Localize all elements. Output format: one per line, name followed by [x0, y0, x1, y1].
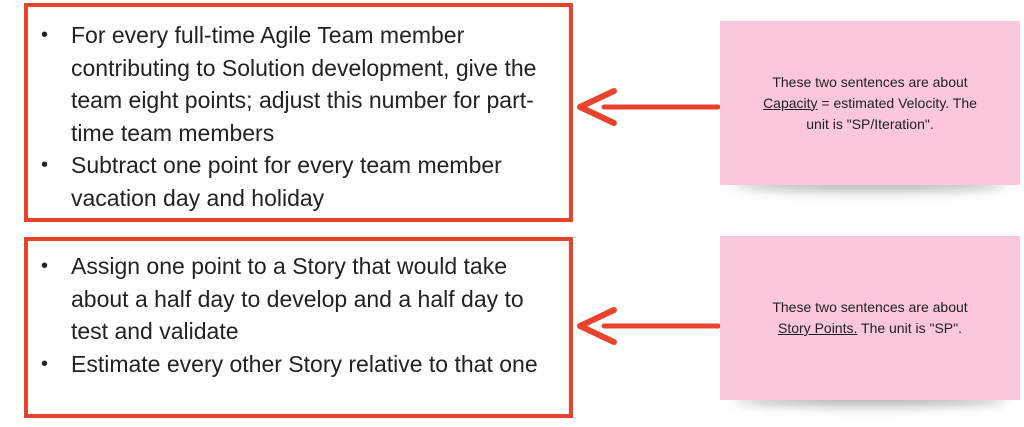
story-points-rules-box: • Assign one point to a Story that would…: [24, 237, 573, 418]
story-points-note-text: These two sentences are about Story Poin…: [772, 297, 967, 339]
capacity-bullet-2: • Subtract one point for every team memb…: [33, 149, 543, 214]
capacity-note-line3: unit is "SP/Iteration".: [806, 115, 934, 132]
story-points-bullet-2: • Estimate every other Story relative to…: [33, 348, 543, 381]
story-points-sticky-note: These two sentences are about Story Poin…: [720, 236, 1020, 400]
capacity-rules-box: • For every full-time Agile Team member …: [24, 3, 573, 222]
story-points-bullet-1-text: Assign one point to a Story that would t…: [71, 253, 524, 344]
story-points-note-line2: The unit is "SP".: [857, 320, 962, 336]
bullet-dot: •: [41, 154, 49, 176]
capacity-note-line2: = estimated Velocity. The: [817, 94, 977, 111]
story-points-term: Story Points.: [778, 320, 858, 336]
story-points-note-line1: These two sentences are about: [772, 299, 968, 315]
capacity-term: Capacity: [763, 94, 818, 111]
story-points-bullet-2-text: Estimate every other Story relative to t…: [71, 350, 538, 377]
capacity-bullet-2-text: Subtract one point for every team member…: [71, 152, 502, 211]
capacity-bullet-list: • For every full-time Agile Team member …: [33, 19, 543, 214]
capacity-note-text: These two sentences are about Capacity =…: [763, 72, 977, 135]
bullet-dot: •: [41, 352, 49, 375]
left-arrow-icon: [577, 307, 720, 345]
bullet-dot: •: [41, 24, 49, 46]
capacity-bullet-1: • For every full-time Agile Team member …: [33, 19, 543, 149]
capacity-note-line1: These two sentences are about: [772, 73, 968, 90]
left-arrow-icon: [577, 88, 720, 126]
capacity-sticky-note: These two sentences are about Capacity =…: [720, 21, 1020, 185]
capacity-bullet-1-text: For every full-time Agile Team member co…: [71, 22, 537, 146]
story-points-bullet-1: • Assign one point to a Story that would…: [33, 250, 543, 348]
bullet-dot: •: [41, 255, 49, 277]
story-points-bullet-list: • Assign one point to a Story that would…: [33, 250, 543, 380]
